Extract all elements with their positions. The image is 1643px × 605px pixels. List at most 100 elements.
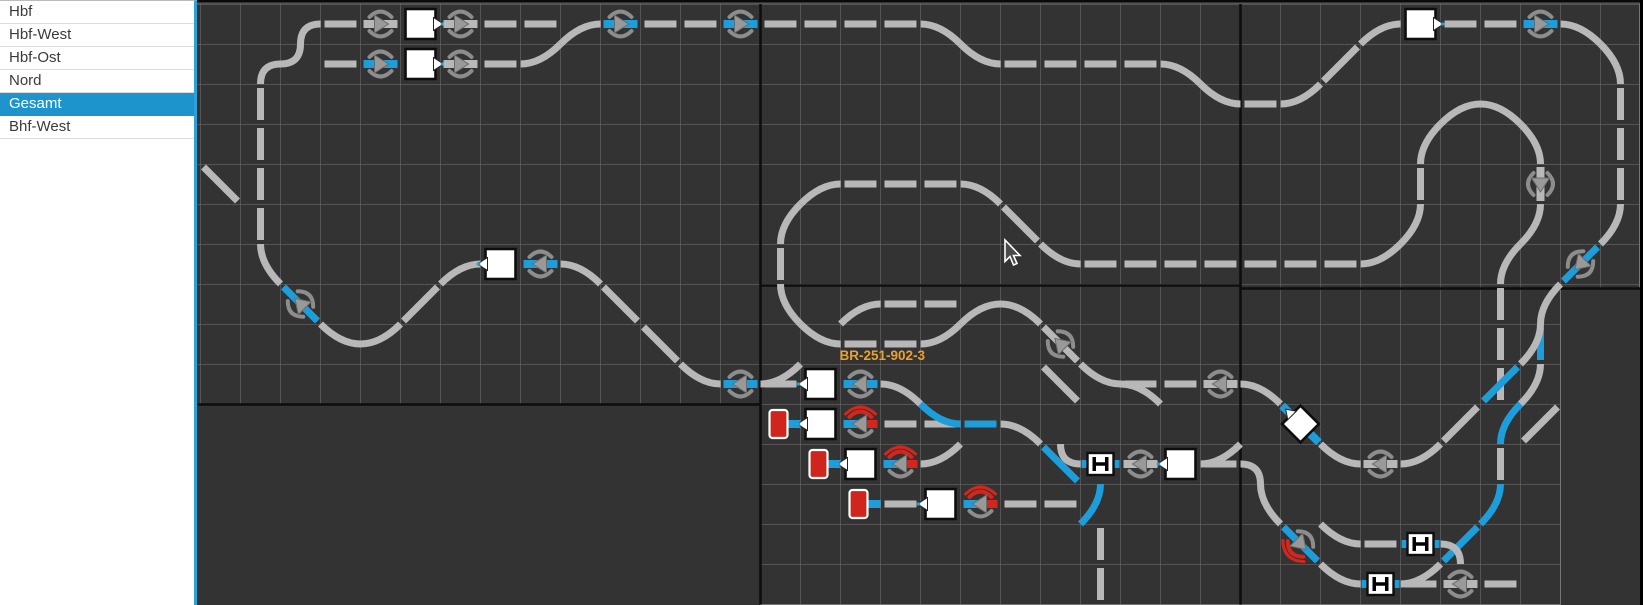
track-curve	[1318, 561, 1361, 588]
sensor-symbol[interactable]	[603, 9, 638, 39]
track-straight	[964, 420, 997, 428]
track-curve	[1000, 300, 1043, 327]
track-diagonal	[1321, 44, 1360, 84]
sidebar-item-hbf-west[interactable]: Hbf-West	[0, 24, 194, 47]
track-straight	[257, 208, 264, 240]
sensor-symbol[interactable]	[1363, 449, 1398, 479]
track-straight	[1324, 260, 1357, 268]
track-straight	[684, 20, 717, 28]
sensor-symbol[interactable]	[1041, 324, 1080, 364]
sidebar-item-hbf-ost[interactable]: Hbf-Ost	[0, 47, 194, 70]
decoupler-symbol[interactable]	[1361, 571, 1400, 597]
block-symbol[interactable]	[836, 447, 877, 481]
track-straight	[1204, 460, 1237, 468]
track-curve	[958, 300, 1001, 327]
block-symbol[interactable]	[1404, 7, 1445, 41]
sensor-symbol[interactable]	[843, 405, 878, 439]
track-curve	[1497, 401, 1524, 445]
plan-panel-region	[1240, 3, 1640, 289]
block-diagonal-symbol[interactable]	[1273, 396, 1328, 451]
sensor-symbol[interactable]	[281, 284, 320, 324]
track-straight	[1244, 100, 1277, 108]
track-straight	[844, 180, 877, 188]
block-symbol[interactable]	[796, 367, 837, 401]
sensor-symbol[interactable]	[1278, 524, 1320, 567]
track-straight	[1497, 328, 1504, 360]
block-symbol[interactable]	[404, 47, 445, 81]
track-straight	[884, 20, 917, 28]
sensor-symbol[interactable]	[723, 369, 758, 399]
track-curve	[1400, 561, 1443, 588]
track-curve	[920, 441, 963, 468]
track-straight	[1617, 88, 1624, 120]
sensor-symbol[interactable]	[1523, 9, 1558, 39]
track-straight	[1044, 500, 1077, 508]
track-curve	[1240, 460, 1264, 485]
sensor-symbol[interactable]	[1443, 569, 1478, 599]
train-id-label: BR-251-902-3	[840, 348, 926, 363]
track-curve	[960, 180, 1003, 207]
track-straight	[884, 420, 917, 428]
track-straight	[1484, 20, 1517, 28]
block-symbol[interactable]	[796, 407, 837, 441]
sensor-symbol[interactable]	[1561, 244, 1600, 284]
sidebar-item-gesamt[interactable]: Gesamt	[0, 93, 194, 116]
block-symbol[interactable]	[1156, 447, 1197, 481]
sidebar-item-nord[interactable]: Nord	[0, 70, 194, 93]
sensor-symbol[interactable]	[963, 485, 998, 519]
sensor-symbol[interactable]	[443, 49, 478, 79]
signal-symbol[interactable]	[848, 488, 881, 520]
track-straight	[1204, 260, 1237, 268]
track-curve	[1560, 20, 1603, 47]
track-curve	[318, 321, 361, 348]
track-diagonal	[401, 284, 440, 324]
decoupler-symbol[interactable]	[1081, 451, 1120, 477]
track-diagonal	[1441, 404, 1480, 444]
track-straight	[1097, 568, 1104, 600]
signal-symbol[interactable]	[808, 448, 841, 480]
sensor-symbol[interactable]	[723, 9, 758, 39]
sensor-symbol[interactable]	[843, 369, 878, 399]
track-straight	[257, 168, 264, 200]
block-symbol[interactable]	[476, 247, 517, 281]
track-curve	[1200, 441, 1243, 468]
track-straight	[1364, 540, 1397, 548]
track-straight	[644, 20, 677, 28]
track-curve	[678, 361, 721, 388]
track-curve	[1120, 380, 1163, 407]
track-straight	[324, 20, 357, 28]
track-straight	[1084, 260, 1117, 268]
sensor-symbol[interactable]	[1203, 369, 1238, 399]
sensor-symbol[interactable]	[1123, 449, 1158, 479]
sensor-symbol[interactable]	[363, 9, 398, 39]
signal-symbol[interactable]	[768, 408, 801, 440]
track-curve	[1078, 361, 1121, 388]
track-plan-canvas[interactable]: BR-251-902-3	[197, 2, 1640, 605]
decoupler-symbol[interactable]	[1401, 531, 1440, 557]
track-curve	[920, 321, 963, 348]
sensor-symbol[interactable]	[883, 445, 918, 479]
track-straight	[1004, 500, 1037, 508]
block-symbol[interactable]	[404, 7, 445, 41]
track-curve	[558, 20, 601, 47]
sidebar-item-hbf[interactable]: Hbf	[0, 1, 194, 24]
track-straight	[1164, 380, 1197, 388]
track-curve	[1517, 203, 1544, 247]
track-straight	[257, 128, 264, 160]
sensor-symbol[interactable]	[363, 49, 398, 79]
track-straight	[884, 300, 917, 308]
track-straight	[1044, 60, 1077, 68]
track-straight	[1244, 260, 1277, 268]
track-curve	[297, 20, 321, 45]
block-symbol[interactable]	[916, 487, 957, 521]
track-curve	[958, 41, 1001, 68]
track-curve	[360, 321, 403, 348]
sensor-symbol[interactable]	[443, 9, 478, 39]
track-curve	[777, 283, 804, 327]
track-curve	[257, 243, 284, 287]
sensor-symbol[interactable]	[1526, 167, 1555, 201]
sensor-symbol[interactable]	[523, 249, 558, 279]
sidebar-item-bhf-west[interactable]: Bhf-West	[0, 116, 194, 139]
track-curve	[1160, 60, 1203, 87]
